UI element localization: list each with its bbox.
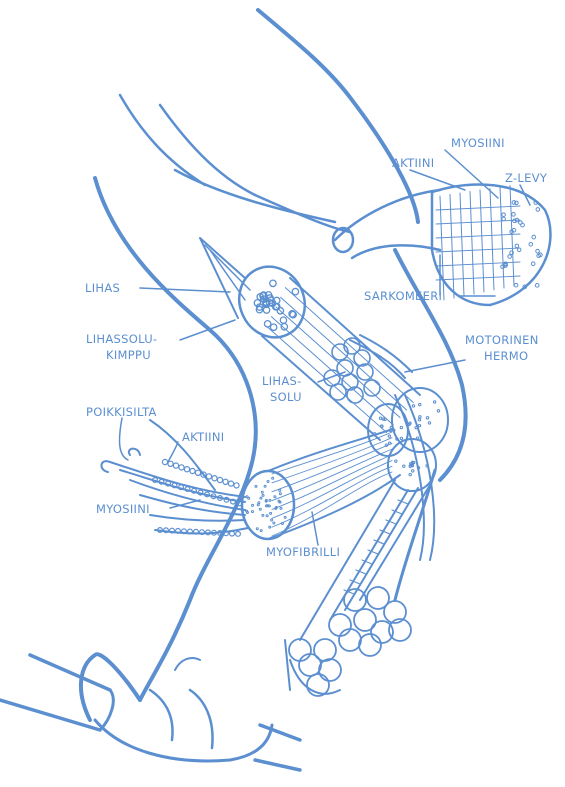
- label-z-levy: Z-LEVY: [505, 171, 547, 185]
- leader-lines: [120, 150, 530, 545]
- label-myosiini-left: MYOSIINI: [96, 502, 150, 516]
- label-lihas: LIHAS: [85, 281, 120, 295]
- label-lihassolukimppu-1: LIHASSOLU-: [86, 332, 157, 346]
- sarcomere-magnifier: [333, 185, 550, 305]
- label-lihassolukimppu-2: KIMPPU: [106, 348, 151, 362]
- label-lihassolu-1: LIHAS-: [262, 374, 302, 388]
- label-lihassolu-2: SOLU: [270, 390, 302, 404]
- label-myofibrilli: MYOFIBRILLI: [266, 545, 340, 559]
- myofibril: [242, 430, 400, 539]
- label-poikkisilta: POIKKISILTA: [86, 405, 157, 419]
- label-myosiini-top: MYOSIINI: [451, 136, 505, 150]
- label-aktiini-left: AKTIINI: [182, 430, 224, 444]
- label-sarkomeeri: SARKOMEERI: [364, 289, 442, 303]
- label-hermo: HERMO: [484, 349, 528, 363]
- label-motorinen: MOTORINEN: [465, 333, 539, 347]
- lower-bundle: [285, 480, 430, 696]
- muscle-cone: [200, 238, 316, 348]
- label-aktiini-top: AKTIINI: [392, 156, 434, 170]
